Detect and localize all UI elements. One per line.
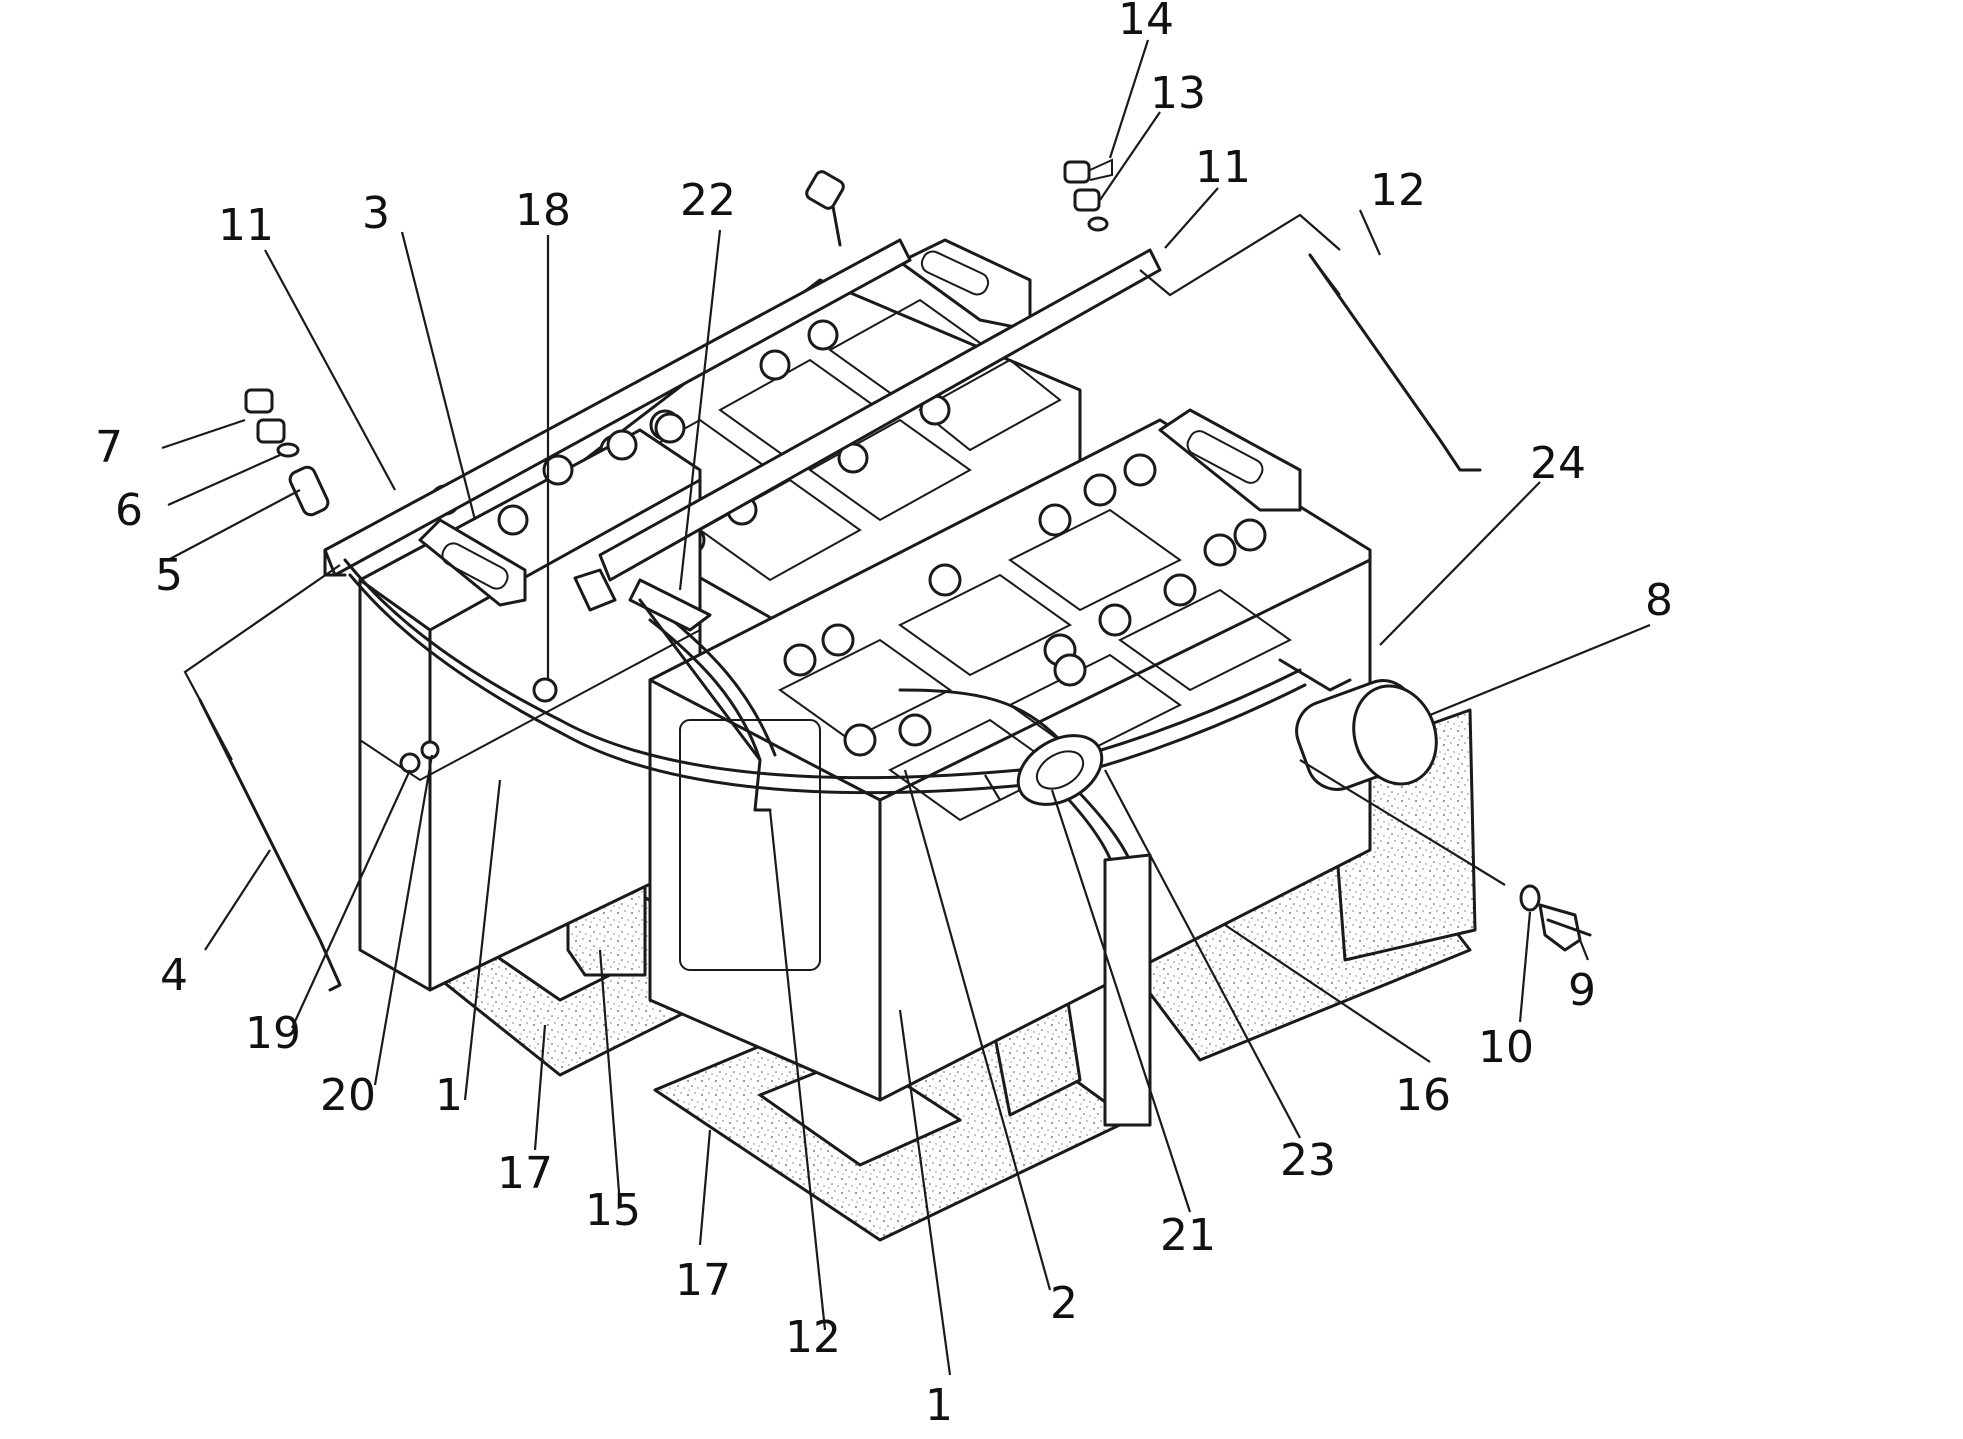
callout-11-left: 11 [218,200,274,251]
callout-1-front: 1 [925,1380,953,1431]
nuts-14-13 [1063,158,1113,232]
callout-5: 5 [155,550,183,601]
rear-terminal-post [805,170,845,247]
callout-4: 4 [160,950,188,1001]
callout-13: 13 [1150,68,1206,119]
front-caps [783,453,1267,757]
rod-4 [198,698,342,992]
callout-3: 3 [362,188,390,239]
nuts-7 [244,388,286,444]
callout-17-left: 17 [497,1148,553,1199]
bolt-18 [532,677,558,703]
callout-14: 14 [1118,0,1174,45]
callout-labels: 14 13 11 11 12 3 18 22 24 7 6 5 8 4 19 2… [95,0,1673,1431]
callout-18: 18 [515,185,571,236]
callout-2: 2 [1050,1278,1078,1329]
callout-22: 22 [680,175,736,226]
callout-21: 21 [1160,1210,1216,1261]
callout-23: 23 [1280,1135,1336,1186]
callout-8: 8 [1645,575,1673,626]
callout-24: 24 [1530,438,1586,489]
rod-12-top [1308,253,1482,472]
cable-grommet [1016,734,1104,806]
callout-17-front: 17 [675,1255,731,1306]
callout-1-left: 1 [435,1070,463,1121]
callout-15: 15 [585,1185,641,1236]
rod-12-mid [638,598,772,812]
callout-10: 10 [1478,1022,1534,1073]
battery-relay [1278,658,1438,791]
leader-lines [161,39,1651,1376]
washer-10 [1519,884,1541,912]
hold-down-bar-right [598,248,1162,582]
callout-19: 19 [245,1008,301,1059]
nuts-19-20 [399,740,440,774]
callout-11-right: 11 [1195,142,1251,193]
sleeve-5 [288,465,330,517]
terminal-clamp [573,568,712,632]
bolt-9 [1538,903,1592,952]
callout-6: 6 [115,485,143,536]
washer-6 [276,442,300,458]
callout-9: 9 [1568,965,1596,1016]
callout-16: 16 [1395,1070,1451,1121]
callout-7: 7 [95,422,123,473]
callout-12-top: 12 [1370,165,1426,216]
callout-12-front: 12 [785,1312,841,1363]
callout-20: 20 [320,1070,376,1121]
